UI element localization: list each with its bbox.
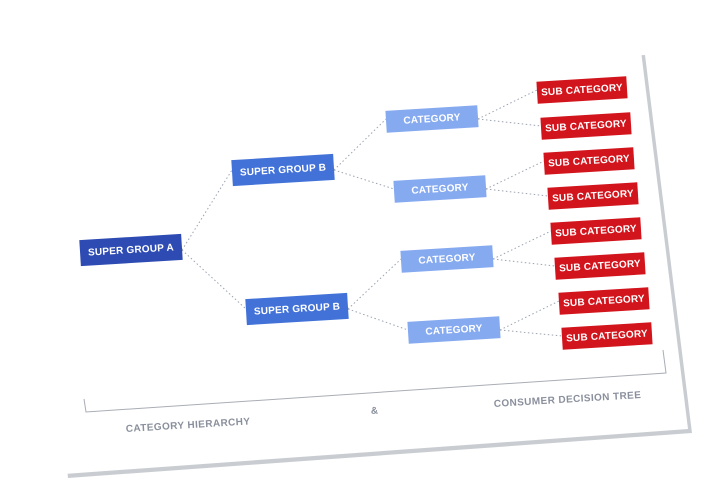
super-group-node-1: SUPER GROUP B bbox=[231, 153, 335, 187]
root-node: SUPER GROUP A bbox=[79, 233, 183, 267]
category-node-2-1: CATEGORY bbox=[400, 245, 494, 273]
sub-category-node-1-1-2-box bbox=[540, 112, 632, 140]
category-node-1-2-box bbox=[393, 175, 487, 203]
footer-ampersand: & bbox=[371, 406, 379, 417]
sub-category-node-2-2-1-box bbox=[558, 287, 650, 315]
category-node-2-1-box bbox=[400, 245, 494, 273]
connector-group-2-category-1 bbox=[347, 258, 402, 310]
sub-category-node-2-2-2: SUB CATEGORY bbox=[561, 322, 653, 350]
connector-group-1-category-2 bbox=[333, 169, 395, 190]
connector-root-group-2 bbox=[181, 249, 247, 310]
category-node-1-2: CATEGORY bbox=[393, 175, 487, 203]
super-group-node-1-label: SUPER GROUP B bbox=[240, 162, 327, 178]
connector-lines bbox=[181, 89, 563, 337]
sub-category-node-1-2-2-label: SUB CATEGORY bbox=[552, 189, 634, 205]
sub-category-node-1-2-1-box bbox=[543, 147, 635, 175]
sub-category-node-2-2-1: SUB CATEGORY bbox=[558, 287, 650, 315]
super-group-node-2-label: SUPER GROUP B bbox=[254, 301, 341, 317]
connector-category-1-1-sub-2 bbox=[477, 118, 542, 127]
connector-category-1-1-sub-1 bbox=[477, 89, 538, 120]
super-group-node-2: SUPER GROUP B bbox=[245, 292, 349, 326]
category-node-1-1-box bbox=[385, 105, 479, 133]
tree-nodes: SUPER GROUP A SUPER GROUP B CATEGORY SUB CA… bbox=[79, 76, 653, 350]
sub-category-node-2-1-2-label: SUB CATEGORY bbox=[559, 259, 641, 275]
sub-category-node-1-2-2-box bbox=[547, 182, 639, 210]
sub-category-node-1-2-2: SUB CATEGORY bbox=[547, 182, 639, 210]
sub-category-node-2-1-1: SUB CATEGORY bbox=[550, 217, 642, 245]
category-node-2-2-label: CATEGORY bbox=[425, 323, 483, 337]
sub-category-node-1-2-1-label: SUB CATEGORY bbox=[548, 154, 630, 170]
super-group-node-2-box bbox=[245, 292, 349, 326]
sub-category-node-2-2-1-label: SUB CATEGORY bbox=[563, 294, 645, 310]
paper-sheet bbox=[27, 51, 688, 474]
category-node-2-2: CATEGORY bbox=[407, 316, 501, 344]
root-node-box bbox=[79, 233, 183, 267]
sub-category-node-2-1-2: SUB CATEGORY bbox=[554, 252, 646, 280]
sub-category-node-2-1-1-label: SUB CATEGORY bbox=[555, 224, 637, 240]
connector-group-2-category-2 bbox=[347, 308, 409, 331]
sub-category-node-2-2-2-box bbox=[561, 322, 653, 350]
root-node-label: SUPER GROUP A bbox=[88, 242, 174, 258]
sub-category-node-1-1-1-label: SUB CATEGORY bbox=[541, 83, 623, 99]
sub-category-node-1-1-1-box bbox=[536, 76, 628, 104]
connector-category-2-1-sub-1 bbox=[492, 230, 552, 260]
sub-category-node-1-1-1: SUB CATEGORY bbox=[536, 76, 628, 104]
category-node-1-1-label: CATEGORY bbox=[403, 112, 461, 126]
category-node-1-1: CATEGORY bbox=[385, 105, 479, 133]
sub-category-node-2-1-1-box bbox=[550, 217, 642, 245]
connector-group-1-category-1 bbox=[333, 118, 387, 171]
connector-category-2-2-sub-1 bbox=[499, 300, 560, 331]
footer-bracket bbox=[83, 349, 667, 413]
sub-category-node-2-1-2-box bbox=[554, 252, 646, 280]
sub-category-node-1-2-1: SUB CATEGORY bbox=[543, 147, 635, 175]
sub-category-node-1-1-2: SUB CATEGORY bbox=[540, 112, 632, 140]
super-group-node-1-box bbox=[231, 153, 335, 187]
connector-category-1-2-sub-1 bbox=[485, 160, 545, 190]
sub-category-node-2-2-2-label: SUB CATEGORY bbox=[566, 329, 648, 345]
category-node-2-2-box bbox=[407, 316, 501, 344]
category-node-2-1-label: CATEGORY bbox=[418, 252, 476, 266]
sub-category-node-1-1-2-label: SUB CATEGORY bbox=[545, 119, 627, 135]
category-node-1-2-label: CATEGORY bbox=[411, 182, 469, 196]
